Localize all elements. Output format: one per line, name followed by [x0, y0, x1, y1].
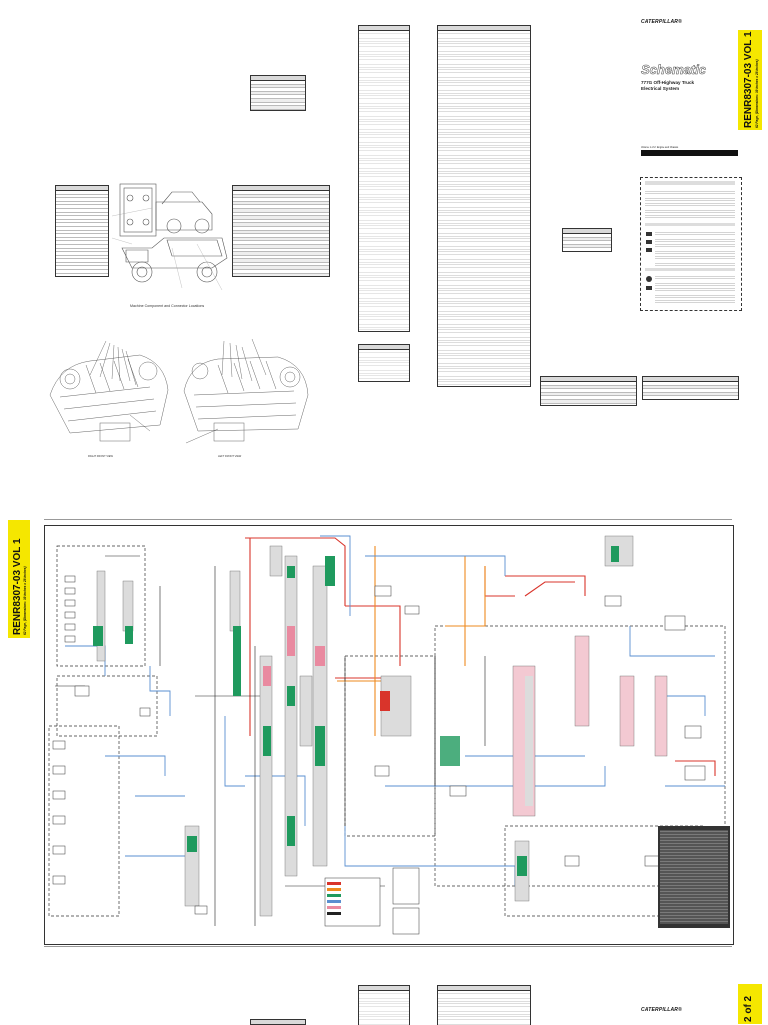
document-code-bottom: 2 of 2 [743, 995, 754, 1022]
component-location-table-right [232, 185, 330, 277]
brand-logo-bottom: CATERPILLAR® [641, 1007, 682, 1013]
caption-machine-locations: Machine Component and Connector Location… [130, 304, 205, 308]
document-code-middle-sub: 62 Page, (Dimensions: 39 inches x 28 inc… [23, 566, 27, 635]
table-bottom-left [250, 1019, 306, 1025]
caption-right-front-view: RIGHT FRONT VIEW [88, 455, 113, 458]
sheet-bottom-ruler [44, 946, 732, 951]
harness-table-bottom-a [358, 985, 410, 1025]
document-code-tab-bottom: 2 of 2 [738, 984, 762, 1024]
document-code-tab-middle: RENR8307-03 VOL 1 62 Page, (Dimensions: … [8, 520, 30, 638]
wire-list-table-bottom [437, 985, 531, 1025]
document-subtitle-2: Electrical System [641, 86, 680, 91]
engine-right-front-view [49, 340, 169, 442]
legend-symbol-box [640, 177, 742, 311]
component-location-table-left [55, 185, 109, 277]
schematic-wiring-diagram [48, 535, 730, 935]
harness-table-a [358, 25, 410, 332]
truck-illustration [112, 183, 228, 291]
wire-list-table [437, 25, 531, 387]
document-title: Schematic [641, 62, 707, 78]
document-code-top-sub: 62 Page, (Dimensions: 39 inches x 28 inc… [755, 59, 759, 128]
schematic-sheet [44, 525, 734, 945]
revision-table [540, 376, 637, 406]
document-code-tab-top: RENR8307-03 VOL 1 62 Page, (Dimensions: … [738, 30, 762, 130]
title-black-bar [641, 150, 738, 156]
document-subtitle-1: 777G Off-Highway Truck [641, 80, 695, 85]
connector-table-small [250, 75, 306, 111]
document-note: Volume 1 of 2: Engine and Chassis [641, 146, 679, 149]
caption-left-front-view: LEFT FRONT VIEW [218, 455, 242, 458]
harness-table-b [358, 344, 410, 382]
sheet-top-ruler [44, 519, 732, 524]
engine-left-front-view [183, 338, 309, 444]
reference-table [642, 376, 739, 400]
document-code-top: RENR8307-03 VOL 1 [743, 31, 754, 128]
document-code-middle: RENR8307-03 VOL 1 [12, 538, 23, 635]
brand-logo-top: CATERPILLAR® [641, 19, 682, 25]
symbol-table [562, 228, 612, 252]
